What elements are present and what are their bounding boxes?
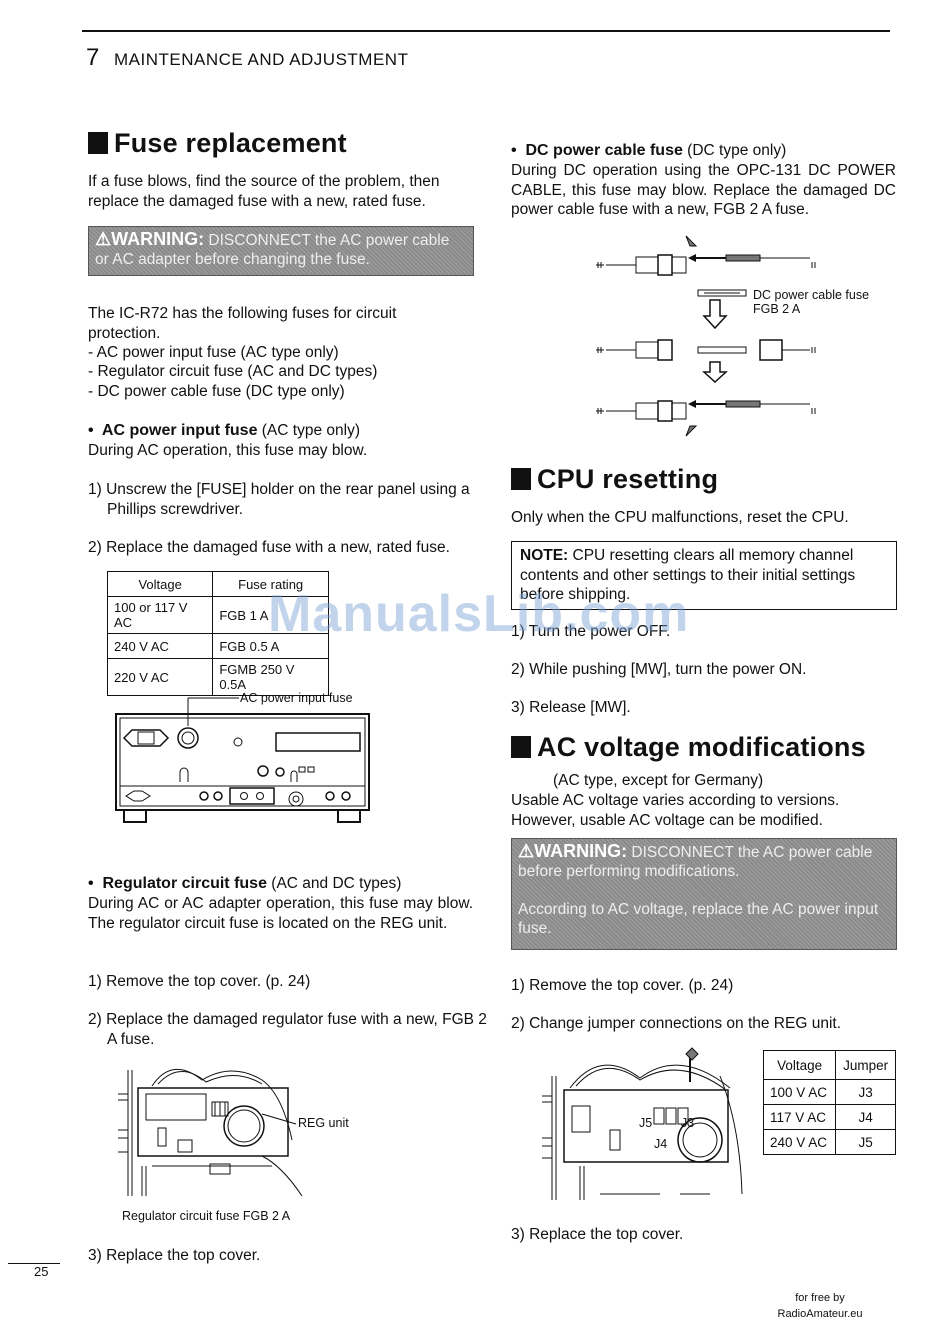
ac-fuse-desc: During AC operation, this fuse may blow.	[88, 442, 368, 459]
reg-step-1: 1) Remove the top cover. (p. 24)	[88, 973, 311, 990]
table-cell: 240 V AC	[106, 633, 214, 659]
jumper-illustration	[542, 1047, 743, 1200]
table-cell: J5	[835, 1129, 896, 1155]
dc-fuse-desc: During DC operation using the OPC-131 DC…	[511, 162, 896, 218]
reg-step-3: 3) Replace the top cover.	[88, 1247, 261, 1264]
acv-step-3: 3) Replace the top cover.	[511, 1226, 684, 1243]
page-number-rule	[8, 1263, 60, 1264]
table-header: Voltage	[762, 1050, 837, 1080]
dc-fuse-label: DC power cable fuse	[753, 288, 870, 302]
acv-subtitle: (AC type, except for Germany)	[553, 772, 764, 789]
dc-fuse-heading: • DC power cable fuse (DC type only)	[511, 142, 787, 159]
table-row: 240 V AC FGB 0.5 A	[106, 633, 329, 659]
watermark: ManualsLib.com	[268, 585, 690, 643]
section-square-icon	[511, 468, 531, 490]
table-cell: 100 V AC	[762, 1079, 837, 1105]
warning-box-2: ⚠WARNING: DISCONNECT the AC power cable …	[511, 838, 897, 950]
cpu-step-2: 2) While pushing [MW], turn the power ON…	[511, 661, 807, 678]
table-header-row: Voltage Fuse rating	[106, 571, 329, 597]
cpu-step-1: 1) Turn the power OFF.	[511, 623, 671, 640]
chapter-title: MAINTENANCE AND ADJUSTMENT	[114, 50, 409, 69]
ac-fuse-label: AC power input fuse	[240, 691, 353, 705]
ac-step-1: 1) Unscrew the [FUSE] holder on the rear…	[88, 481, 470, 518]
dc-fuse-illustration	[596, 235, 816, 437]
table-cell: 100 or 117 V AC	[106, 596, 214, 634]
table-row: 220 V AC FGMB 250 V 0.5A	[106, 658, 329, 696]
footer-line-2[interactable]: RadioAmateur.eu	[777, 1308, 863, 1320]
chapter-number: 7	[86, 44, 100, 71]
acv-step-2: 2) Change jumper connections on the REG …	[511, 1015, 841, 1032]
ac-fuse-heading: • AC power input fuse (AC type only)	[88, 422, 360, 439]
table-header-row: Voltage Jumper	[762, 1050, 896, 1080]
table-row: 100 or 117 V AC FGB 1 A	[106, 596, 329, 634]
table-cell: 117 V AC	[762, 1104, 837, 1130]
fuses-intro: The IC-R72 has the following fuses for c…	[88, 305, 397, 342]
cpu-step-3: 3) Release [MW].	[511, 699, 631, 716]
footer-credit[interactable]: for free by RadioAmateur.eu	[770, 1290, 870, 1322]
jumper-label-j3: J3	[681, 1116, 695, 1130]
table-row: 240 V AC J5	[762, 1129, 896, 1155]
table-cell: 240 V AC	[762, 1129, 837, 1155]
reg-fuse-heading: • Regulator circuit fuse (AC and DC type…	[88, 875, 402, 892]
table-cell: J3	[835, 1079, 896, 1105]
dc-fuse-rating-label: FGB 2 A	[753, 302, 801, 316]
reg-caption: Regulator circuit fuse FGB 2 A	[122, 1209, 291, 1223]
table-cell: FGMB 250 V 0.5A	[212, 658, 329, 696]
page-number: 25	[34, 1264, 49, 1279]
table-row: 117 V AC J4	[762, 1104, 896, 1130]
section-square-icon	[88, 132, 108, 154]
warning-box-1: ⚠WARNING: DISCONNECT the AC power cable …	[88, 226, 474, 276]
reg-unit-label: REG unit	[298, 1116, 349, 1130]
note-box: NOTE: CPU resetting clears all memory ch…	[511, 541, 897, 610]
footer-line-1: for free by	[795, 1292, 845, 1304]
fuse-list-item-3: - DC power cable fuse (DC type only)	[88, 383, 345, 400]
jumper-label-j5: J5	[639, 1116, 653, 1130]
table-row: 100 V AC J3	[762, 1079, 896, 1105]
acv-step-1: 1) Remove the top cover. (p. 24)	[511, 977, 734, 994]
cpu-intro: Only when the CPU malfunctions, reset th…	[511, 509, 849, 526]
table-header: Fuse rating	[212, 571, 329, 597]
section-title-cpu-resetting: CPU resetting	[511, 464, 718, 495]
rear-panel-illustration	[115, 697, 370, 823]
table-cell: FGB 1 A	[212, 596, 329, 634]
section-title-fuse-replacement: Fuse replacement	[88, 128, 347, 159]
jumper-label-j4: J4	[654, 1137, 668, 1151]
table-header: Jumper	[835, 1050, 896, 1080]
acv-desc: Usable AC voltage varies according to ve…	[511, 792, 840, 829]
fuse-list-item-2: - Regulator circuit fuse (AC and DC type…	[88, 363, 378, 380]
section-title-ac-voltage: AC voltage modifications	[511, 732, 866, 763]
table-header: Voltage	[106, 571, 214, 597]
reg-step-2: 2) Replace the damaged regulator fuse wi…	[88, 1011, 487, 1048]
reg-fuse-desc: During AC or AC adapter operation, this …	[88, 895, 473, 932]
fuse-list-item-1: - AC power input fuse (AC type only)	[88, 344, 339, 361]
table-cell: J4	[835, 1104, 896, 1130]
reg-unit-illustration	[118, 1068, 303, 1197]
table-cell: 220 V AC	[106, 658, 214, 696]
jumper-table: Voltage Jumper 100 V AC J3 117 V AC J4 2…	[762, 1050, 896, 1155]
fuse-intro: If a fuse blows, find the source of the …	[88, 173, 440, 210]
header-rule	[82, 30, 890, 32]
section-square-icon	[511, 736, 531, 758]
fuse-rating-table: Voltage Fuse rating 100 or 117 V AC FGB …	[106, 571, 329, 696]
ac-step-2: 2) Replace the damaged fuse with a new, …	[88, 539, 450, 556]
